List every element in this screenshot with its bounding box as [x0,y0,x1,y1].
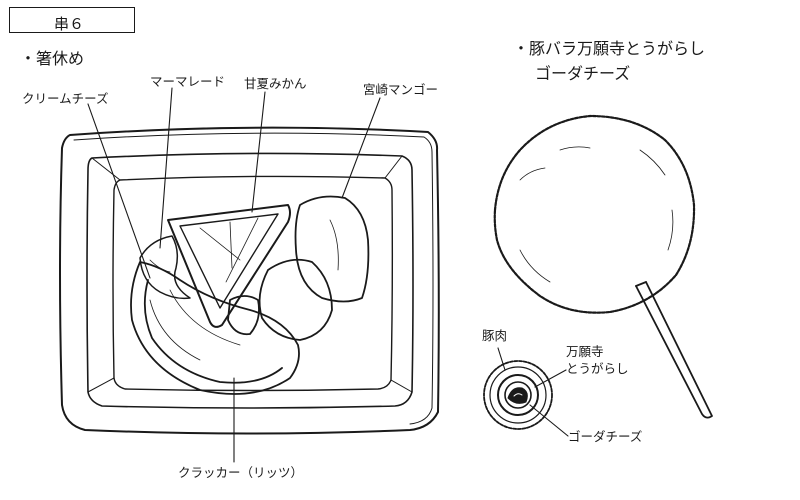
label-mango: 宮崎マンゴー [363,82,439,97]
label-cracker: クラッカー（リッツ） [178,465,304,480]
fried-ball [493,114,696,314]
label-marmalade: マーマレード [150,74,226,89]
title-box: 串６ [9,7,135,33]
right-heading-line1: ・豚バラ万願寺とうがらし [513,39,706,58]
cream-cheese [139,235,191,300]
label-pork: 豚肉 [482,328,508,343]
left-leader-lines [87,87,381,463]
label-gouda: ゴーダチーズ [568,429,643,444]
label-manganji-1: 万願寺 [566,344,604,359]
right-heading-line2: ゴーダチーズ [535,64,631,83]
mango-cubes [227,195,370,341]
left-heading: ・箸休め [20,49,85,68]
label-amanatsu: 甘夏みかん [244,76,307,91]
skewer-stick [635,281,713,419]
title-text: 串６ [54,15,85,33]
cracker [130,261,300,395]
label-cream-cheese: クリームチーズ [22,91,109,106]
square-tray [59,126,440,435]
cross-section [483,360,553,430]
label-manganji-2: とうがらし [566,361,629,376]
amanatsu-slice [167,204,291,328]
right-leader-lines [497,347,569,437]
